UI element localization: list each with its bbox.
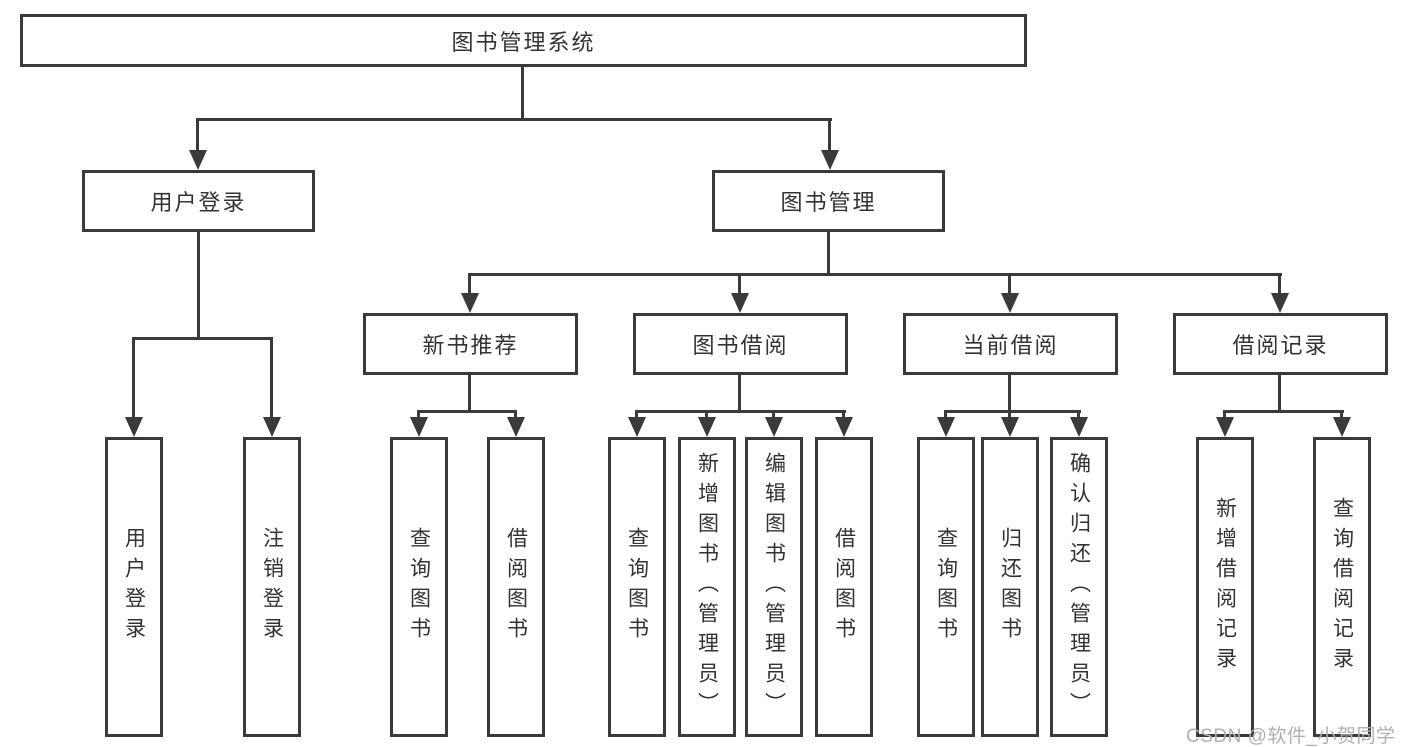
connector-line: [1008, 273, 1011, 298]
node-leaf-user-login: 用户登录: [105, 437, 163, 737]
connector-line: [827, 232, 830, 273]
arrow-down-icon: [698, 417, 716, 437]
connector-line: [635, 410, 846, 413]
node-borrowing-records: 借阅记录: [1173, 313, 1388, 375]
node-label: 查询图书: [407, 527, 431, 647]
arrow-down-icon: [628, 417, 646, 437]
arrow-down-icon: [765, 417, 783, 437]
arrow-down-icon: [263, 417, 281, 437]
connector-line: [842, 410, 845, 422]
node-label: 确认归还（管理员）: [1067, 452, 1091, 722]
node-leaf-add-books-admin: 新增图书（管理员）: [678, 437, 736, 737]
connector-line: [514, 410, 517, 422]
node-label: 注销登录: [260, 527, 284, 647]
connector-line: [196, 118, 199, 154]
arrow-down-icon: [461, 293, 479, 313]
arrow-down-icon: [1001, 293, 1019, 313]
node-leaf-query-books: 查询图书: [390, 437, 448, 737]
node-leaf-add-borrow-record: 新增借阅记录: [1196, 437, 1254, 737]
arrow-down-icon: [1333, 417, 1351, 437]
node-leaf-borrow-books: 借阅图书: [815, 437, 873, 737]
node-leaf-logout: 注销登录: [243, 437, 301, 737]
arrow-down-icon: [835, 417, 853, 437]
arrow-down-icon: [507, 417, 525, 437]
node-leaf-confirm-return-admin: 确认归还（管理员）: [1050, 437, 1108, 737]
connector-line: [417, 410, 420, 422]
arrow-down-icon: [937, 417, 955, 437]
node-label: 借阅图书: [832, 527, 856, 647]
connector-line: [772, 410, 775, 422]
connector-line: [468, 273, 1282, 276]
arrow-down-icon: [1001, 417, 1019, 437]
node-label: 查询图书: [934, 527, 958, 647]
node-label: 新增图书（管理员）: [695, 452, 719, 722]
connector-line: [828, 118, 831, 154]
connector-line: [417, 410, 517, 413]
node-leaf-query-books: 查询图书: [608, 437, 666, 737]
connector-line: [1223, 410, 1226, 422]
node-label: 新增借阅记录: [1213, 497, 1237, 677]
node-leaf-query-books: 查询图书: [917, 437, 975, 737]
node-leaf-return-books: 归还图书: [981, 437, 1039, 737]
connector-line: [521, 67, 524, 118]
node-label: 用户登录: [150, 190, 247, 215]
node-book-borrowing: 图书借阅: [633, 313, 848, 375]
node-label: 图书管理系统: [451, 29, 596, 55]
connector-line: [944, 410, 1081, 413]
node-leaf-query-borrow-record: 查询借阅记录: [1313, 437, 1371, 737]
connector-line: [1223, 410, 1344, 413]
connector-line: [1340, 410, 1343, 422]
connector-line: [944, 410, 947, 422]
arrow-down-icon: [1271, 293, 1289, 313]
connector-line: [1278, 273, 1281, 298]
connector-line: [635, 410, 638, 422]
connector-line: [1008, 375, 1011, 410]
node-user-login: 用户登录: [82, 170, 315, 232]
arrow-down-icon: [410, 417, 428, 437]
arrow-down-icon: [1216, 417, 1234, 437]
node-label: 图书管理: [780, 190, 877, 215]
node-new-book-recommend: 新书推荐: [363, 313, 578, 375]
arrow-down-icon: [731, 293, 749, 313]
connector-line: [705, 410, 708, 422]
connector-line: [197, 232, 200, 337]
connector-line: [132, 337, 273, 340]
node-leaf-borrow-books: 借阅图书: [487, 437, 545, 737]
node-label: 编辑图书（管理员）: [762, 452, 786, 722]
connector-line: [738, 273, 741, 298]
connector-line: [1008, 410, 1011, 422]
connector-line: [1077, 410, 1080, 422]
connector-line: [1278, 375, 1281, 410]
connector-line: [196, 118, 832, 121]
node-label: 借阅图书: [504, 527, 528, 647]
node-label: 新书推荐: [422, 333, 519, 358]
node-label: 用户登录: [122, 527, 146, 647]
node-current-borrowing: 当前借阅: [903, 313, 1118, 375]
arrow-down-icon: [821, 150, 839, 170]
node-label: 查询图书: [625, 527, 649, 647]
connector-line: [468, 273, 471, 298]
csdn-watermark: CSDN @软件_小贺同学: [1186, 726, 1396, 747]
node-book-management: 图书管理: [712, 170, 945, 232]
node-library-management-system: 图书管理系统: [20, 14, 1027, 67]
arrow-down-icon: [125, 417, 143, 437]
node-leaf-edit-books-admin: 编辑图书（管理员）: [745, 437, 803, 737]
connector-line: [468, 375, 471, 410]
node-label: 归还图书: [998, 527, 1022, 647]
arrow-down-icon: [1070, 417, 1088, 437]
arrow-down-icon: [189, 150, 207, 170]
node-label: 图书借阅: [692, 333, 789, 358]
connector-line: [132, 337, 135, 422]
connector-line: [270, 337, 273, 422]
node-label: 借阅记录: [1232, 333, 1329, 358]
node-label: 查询借阅记录: [1330, 497, 1354, 677]
connector-line: [738, 375, 741, 410]
node-label: 当前借阅: [962, 333, 1059, 358]
